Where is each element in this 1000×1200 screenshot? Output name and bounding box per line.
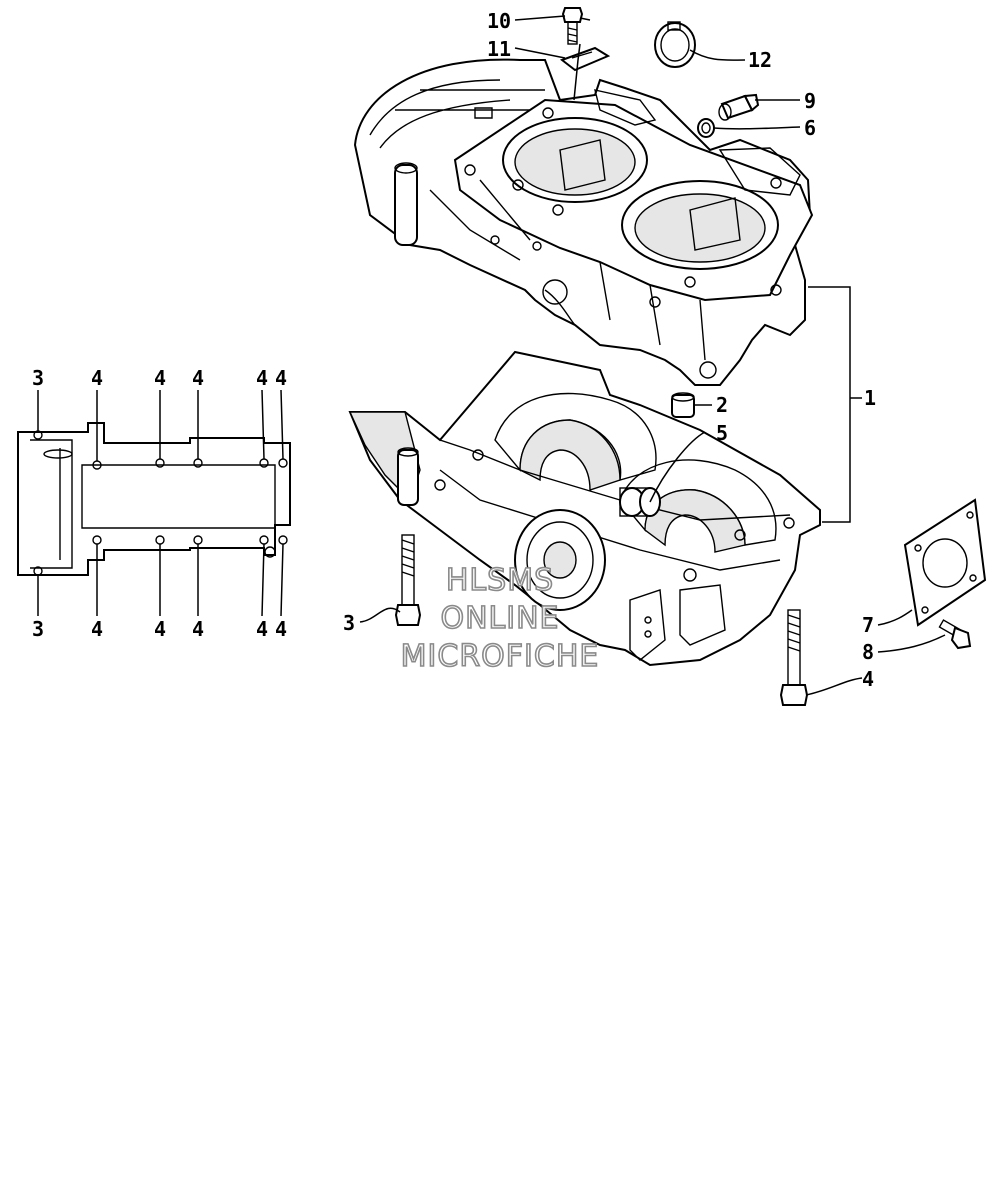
pattern-callout-top-3: 4	[192, 366, 204, 390]
pattern-callout-bottom-0: 3	[32, 617, 44, 641]
part-12-clamp	[654, 21, 696, 68]
upper-crankcase	[353, 58, 814, 386]
pattern-callout-top-4: 4	[256, 366, 268, 390]
pattern-callout-bottom-4: 4	[256, 617, 268, 641]
part-7-gasket	[903, 498, 987, 627]
saddle-shading-2	[644, 489, 746, 553]
lower-mount-ear	[629, 589, 666, 661]
bolt-pattern-view: 3 4 4 4 4 4 3 4 4 4 4 4	[17, 366, 291, 641]
pattern-callout-bottom-5: 4	[275, 617, 287, 641]
callout-1: 1	[864, 386, 876, 410]
pattern-callout-top-5: 4	[275, 366, 287, 390]
bolt-pattern-slot	[43, 449, 73, 459]
lower-crankcase-body	[348, 350, 821, 667]
watermark-line-1: HLSMS	[446, 563, 554, 598]
pattern-hole-bottom	[278, 535, 288, 545]
callout-12: 12	[748, 48, 772, 72]
pattern-leaders-bottom	[37, 543, 284, 617]
callout-4: 4	[862, 667, 874, 691]
part-2-dowel	[671, 392, 695, 418]
callout-2: 2	[716, 393, 728, 417]
callout-3: 3	[343, 611, 355, 635]
part-5-bearing	[619, 487, 661, 517]
part-8-screw	[938, 619, 972, 650]
lower-mount-ear-2	[679, 584, 726, 646]
cylinder-bore-1-inner	[514, 128, 636, 196]
bolt-pattern-flange	[30, 439, 73, 569]
callout-5: 5	[716, 421, 728, 445]
lower-crankcase	[348, 350, 821, 667]
watermark-line-3: MICROFICHE	[401, 639, 600, 674]
pattern-callout-top-1: 4	[91, 366, 103, 390]
upper-hole	[699, 361, 717, 379]
pattern-callout-top-0: 3	[32, 366, 44, 390]
saddle-shading-1	[519, 419, 621, 491]
pattern-hole-bottom	[264, 546, 276, 558]
cylinder-bore-2-inner	[634, 193, 766, 263]
pattern-callout-bottom-2: 4	[154, 617, 166, 641]
callout-6: 6	[804, 116, 816, 140]
watermark-line-2: ONLINE	[440, 601, 559, 636]
part-9-fitting	[718, 93, 760, 121]
dowel-post-top	[394, 162, 418, 174]
dowel-post	[394, 164, 418, 246]
part-3-bolt	[394, 534, 422, 626]
upper-mount-boss	[594, 89, 801, 196]
upper-crankcase-cover-ribs	[369, 79, 545, 149]
pattern-callout-bottom-1: 4	[91, 617, 103, 641]
upper-crankcase-webs	[429, 179, 706, 361]
upper-port	[542, 279, 568, 305]
watermark: HLSMS ONLINE MICROFICHE	[400, 562, 600, 675]
part-10-bolt	[561, 7, 584, 45]
seal-housing-ring	[526, 521, 594, 599]
callout-7: 7	[862, 613, 874, 637]
callout-9: 9	[804, 89, 816, 113]
bore-ports	[559, 139, 741, 251]
seal-housing-bore	[543, 541, 577, 579]
leader-lines	[359, 15, 946, 696]
pattern-leaders-top	[37, 389, 284, 461]
callout-numbers: 10 11 12 9 6 1 2 5 3 7 8 4	[343, 9, 876, 691]
part-11-plate	[559, 46, 611, 72]
part-6-washer	[697, 118, 715, 138]
pattern-callout-top-2: 4	[154, 366, 166, 390]
pattern-callout-bottom-3: 4	[192, 617, 204, 641]
callout-10: 10	[487, 9, 511, 33]
bolt-pattern-inner-window	[81, 464, 276, 529]
callout-11: 11	[487, 37, 511, 61]
bolt-pattern-outline	[17, 422, 291, 576]
part-4-bolt	[779, 609, 809, 706]
callout-8: 8	[862, 640, 874, 664]
lower-dowel-post	[397, 449, 419, 506]
